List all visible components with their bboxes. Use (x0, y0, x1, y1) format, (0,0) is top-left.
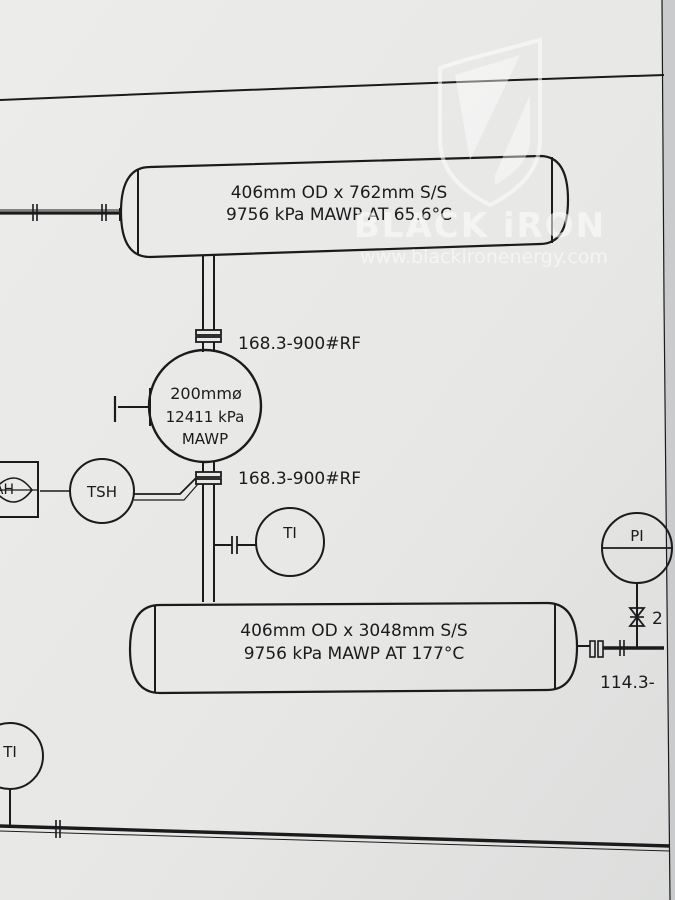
upper-flange (195, 329, 222, 336)
ti-instrument-left: TI (0, 722, 44, 826)
bottom-vessel-size-label: 406mm OD x 3048mm S/S (240, 621, 467, 641)
ti-instrument-mid: TI (214, 507, 325, 577)
lower-riser-pipe (195, 461, 222, 602)
upper-flange-label: 168.3-900#RF (238, 334, 361, 354)
valve-size-label: 2 (652, 609, 663, 629)
ah-alarm-partial: AH (0, 461, 39, 518)
watermark-brand: BLACK iRON (354, 206, 606, 246)
shield-logo-icon (438, 37, 542, 208)
tsh-signal-line (134, 477, 197, 495)
outlet-flange (589, 640, 596, 658)
bottom-header-line (0, 820, 671, 852)
filter-size-label: 200mmø (170, 384, 242, 403)
ti-left-tag: TI (2, 743, 17, 761)
lower-flange-label: 168.3-900#RF (238, 469, 361, 489)
pi-isolation-valve-icon (628, 607, 646, 627)
tsh-instrument: TSH (40, 458, 199, 524)
ti-bubble (255, 507, 325, 577)
lower-flange (195, 471, 222, 478)
bottom-vessel: 406mm OD x 3048mm S/S 9756 kPa MAWP AT 1… (128, 601, 579, 695)
top-vessel-size-label: 406mm OD x 762mm S/S (231, 183, 448, 203)
filter-pressure-label: 12411 kPa (166, 408, 245, 426)
drawing-border-line (0, 74, 665, 101)
watermark: BLACK iRON www.blackironenergy.com (354, 37, 608, 268)
filter-mawp-label: MAWP (182, 430, 228, 448)
bottom-vessel-body (128, 601, 579, 695)
paper-edge (661, 0, 671, 900)
outlet-line-label: 114.3- (600, 673, 655, 693)
top-vessel-rating-label: 9756 kPa MAWP AT 65.6°C (226, 205, 452, 225)
inlet-line (0, 204, 120, 221)
filter-vessel: 200mmø 12411 kPa MAWP (113, 348, 263, 464)
outlet-nozzle (577, 640, 664, 658)
top-vessel: 406mm OD x 762mm S/S 9756 kPa MAWP AT 65… (119, 154, 570, 259)
ah-tag: AH (0, 482, 14, 498)
pi-tag: PI (630, 527, 643, 545)
tsh-tag: TSH (86, 483, 117, 501)
ti-tag: TI (282, 524, 297, 542)
pi-instrument: PI 2 (601, 512, 673, 648)
bottom-vessel-rating-label: 9756 kPa MAWP AT 177°C (244, 644, 465, 664)
top-vessel-body (119, 154, 570, 259)
watermark-url: www.blackironenergy.com (360, 246, 608, 268)
